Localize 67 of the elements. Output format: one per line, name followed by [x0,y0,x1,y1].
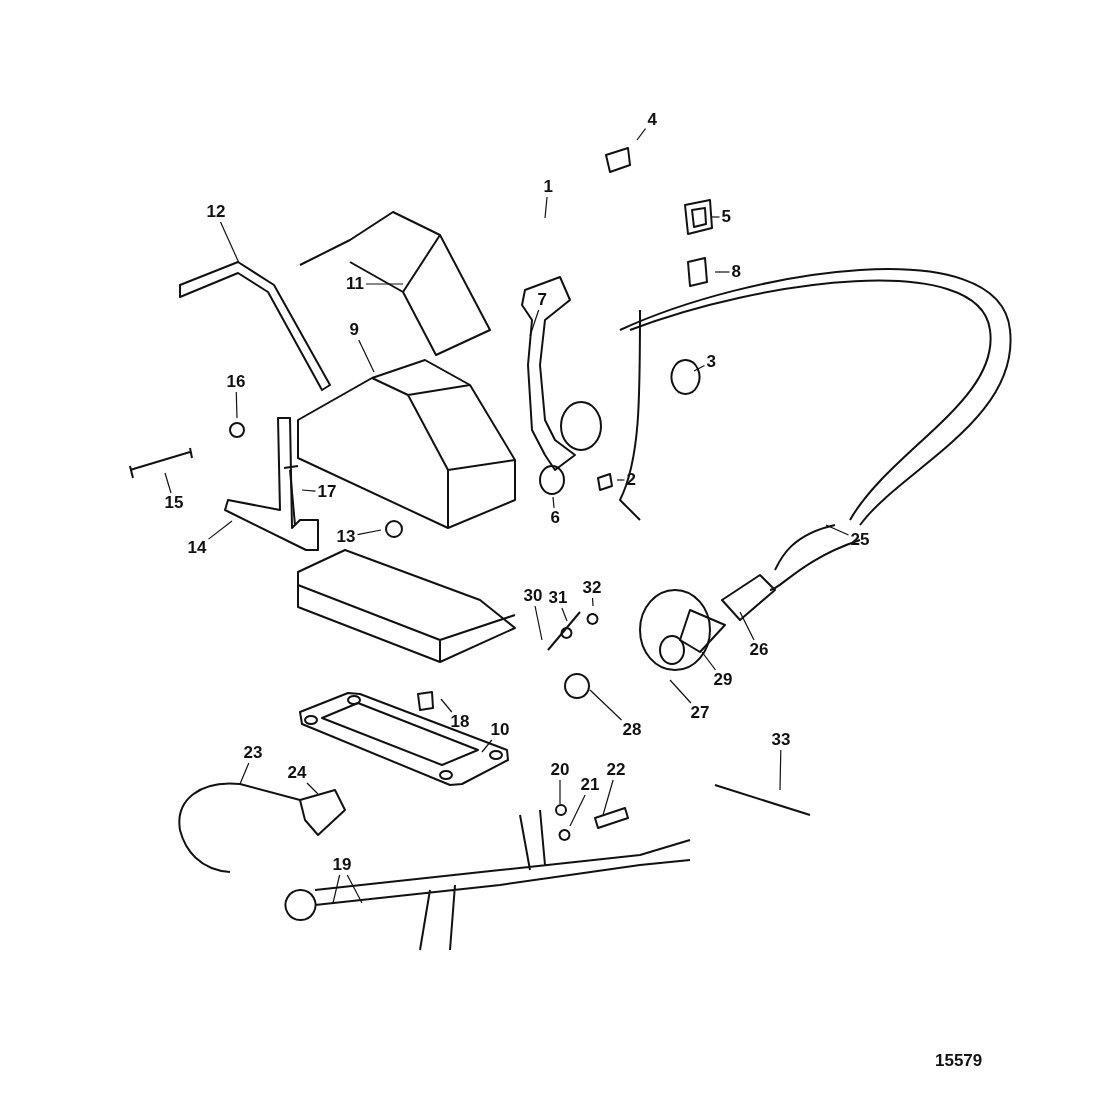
callout-number: 4 [647,111,657,129]
leader-line [239,762,250,785]
leader-line [616,479,626,481]
leader-line [306,782,319,795]
callout-number: 12 [206,203,226,221]
callout-number: 13 [336,528,356,546]
leader-line [589,689,623,721]
callout-number: 25 [850,531,870,549]
leader-line [739,611,755,641]
callout-number: 7 [537,291,547,309]
leader-line [779,749,782,791]
leader-line [481,739,493,753]
callout-number: 9 [349,321,359,339]
leader-line [669,679,692,704]
callout-number: 10 [490,721,510,739]
callout-number: 19 [332,856,352,874]
leader-line [207,520,233,540]
leader-line [440,698,453,713]
leader-line [529,309,540,337]
leader-line [825,524,850,536]
leader-line [636,128,647,141]
leader-line [219,221,240,264]
callout-number: 30 [523,587,543,605]
leader-line [714,271,731,273]
callout-number: 1 [543,178,553,196]
leader-line [693,364,706,372]
callout-number: 17 [317,483,337,501]
leader-line [701,651,717,671]
callout-number: 24 [287,764,307,782]
callout-number: 20 [550,761,570,779]
callout-number: 29 [713,671,733,689]
callout-number: 5 [721,208,731,226]
callout-number: 8 [731,263,741,281]
leader-line [591,597,594,607]
leader-line [561,607,568,622]
leader-line [235,391,238,419]
callout-number: 18 [450,713,470,731]
callout-number: 26 [749,641,769,659]
leader-line [552,496,555,509]
leader-line [365,283,404,285]
callout-number: 32 [582,579,602,597]
leader-line [710,216,721,218]
leader-line [544,196,548,219]
leader-line [301,489,317,492]
leader-line [602,779,614,816]
callout-number: 11 [346,275,364,293]
callout-number: 15 [164,494,184,512]
callout-number: 21 [580,776,600,794]
callout-number: 3 [706,353,716,371]
leader-line [569,794,586,827]
leader-line [164,472,172,494]
callout-number: 27 [690,704,710,722]
callout-number: 31 [548,589,568,607]
callout-number: 23 [243,744,263,762]
callout-number: 22 [606,761,626,779]
callout-number: 16 [226,373,246,391]
callout-number: 14 [187,539,207,557]
leader-line [534,605,543,641]
leader-line [559,779,561,805]
figure-number: 15579 [935,1052,983,1070]
leader-line [332,874,341,904]
callout-number: 6 [550,509,560,527]
leader-line [358,339,375,373]
leader-line [356,529,382,536]
callout-number: 33 [771,731,791,749]
leader-line [346,874,363,904]
callout-number: 28 [622,721,642,739]
